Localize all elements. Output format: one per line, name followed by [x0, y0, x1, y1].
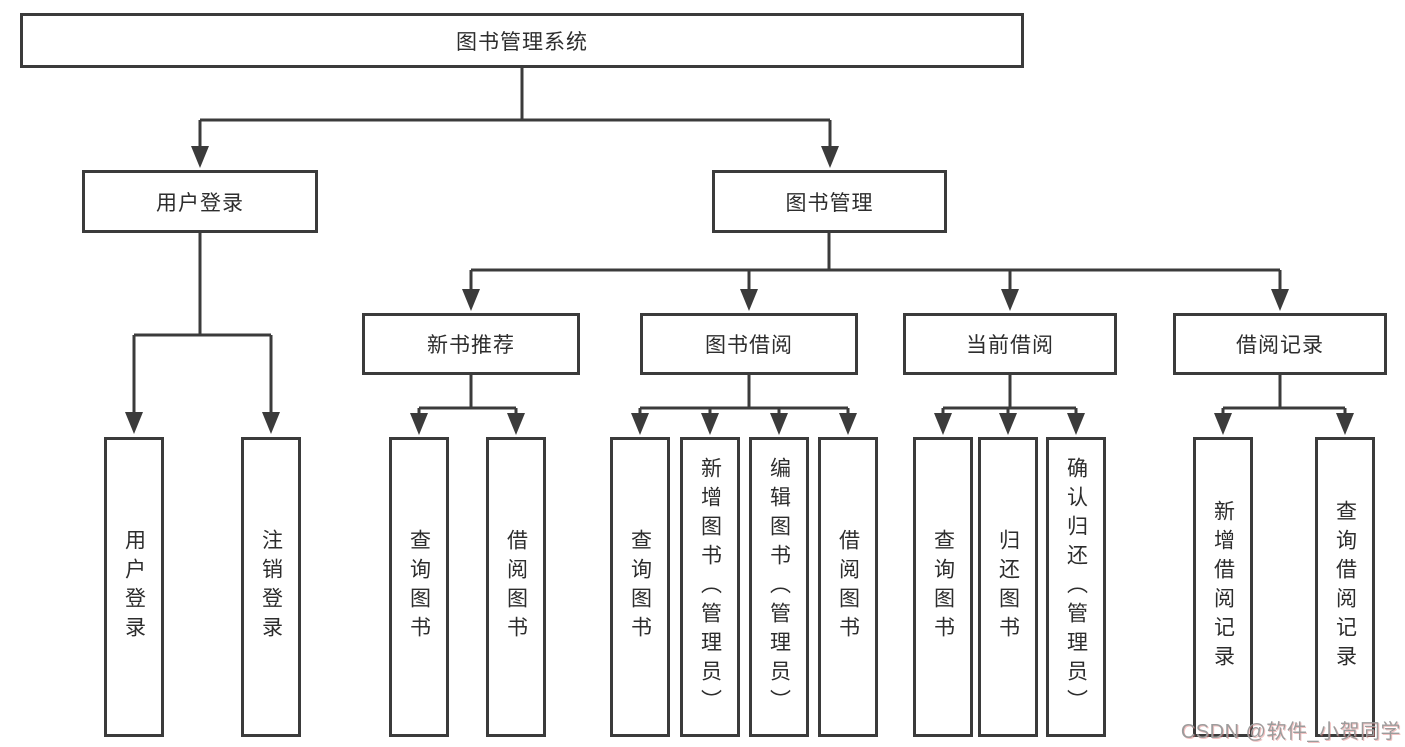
- node-current-borrow: 当前借阅: [903, 313, 1117, 375]
- node-user-login: 用户登录: [82, 170, 318, 233]
- leaf-add-borrow-record-label: 新增借阅记录: [1211, 500, 1235, 674]
- node-book-borrow: 图书借阅: [640, 313, 858, 375]
- leaf-query-borrow-record: 查询借阅记录: [1315, 437, 1375, 737]
- node-root-system-label: 图书管理系统: [456, 30, 588, 54]
- leaf-recommend-query-books-label: 查询图书: [407, 529, 431, 645]
- leaf-edit-books-admin-label: 编辑图书（管理员）: [767, 456, 791, 718]
- leaf-return-books-label: 归还图书: [996, 529, 1020, 645]
- leaf-borrow-books: 借阅图书: [818, 437, 878, 737]
- leaf-recommend-borrow-books-label: 借阅图书: [504, 529, 528, 645]
- leaf-borrow-books-label: 借阅图书: [836, 529, 860, 645]
- leaf-confirm-return-admin-label: 确认归还（管理员）: [1064, 456, 1088, 718]
- csdn-watermark: CSDN @软件_小贺同学: [1180, 721, 1401, 743]
- leaf-recommend-borrow-books: 借阅图书: [486, 437, 546, 737]
- leaf-add-books-admin-label: 新增图书（管理员）: [698, 456, 722, 718]
- leaf-add-borrow-record: 新增借阅记录: [1193, 437, 1253, 737]
- leaf-borrow-query-books: 查询图书: [610, 437, 670, 737]
- leaf-current-query-books-label: 查询图书: [931, 529, 955, 645]
- node-borrow-records-label: 借阅记录: [1236, 334, 1324, 357]
- arrowhead-icons: [125, 146, 1354, 435]
- leaf-current-query-books: 查询图书: [913, 437, 973, 737]
- leaf-logout-label: 注销登录: [259, 529, 283, 645]
- leaf-return-books: 归还图书: [978, 437, 1038, 737]
- leaf-query-borrow-record-label: 查询借阅记录: [1333, 500, 1357, 674]
- node-user-login-label: 用户登录: [156, 191, 244, 215]
- leaf-borrow-query-books-label: 查询图书: [628, 529, 652, 645]
- node-book-borrow-label: 图书借阅: [705, 334, 793, 357]
- leaf-user-login: 用户登录: [104, 437, 164, 737]
- node-root-system: 图书管理系统: [20, 13, 1024, 68]
- node-book-management-label: 图书管理: [785, 191, 874, 215]
- node-borrow-records: 借阅记录: [1173, 313, 1387, 375]
- node-book-management: 图书管理: [712, 170, 947, 233]
- node-new-book-recommend-label: 新书推荐: [427, 334, 515, 357]
- leaf-user-login-label: 用户登录: [122, 529, 146, 645]
- node-new-book-recommend: 新书推荐: [362, 313, 580, 375]
- leaf-recommend-query-books: 查询图书: [389, 437, 449, 737]
- leaf-logout: 注销登录: [241, 437, 301, 737]
- node-current-borrow-label: 当前借阅: [966, 334, 1054, 357]
- leaf-add-books-admin: 新增图书（管理员）: [680, 437, 740, 737]
- leaf-edit-books-admin: 编辑图书（管理员）: [749, 437, 809, 737]
- leaf-confirm-return-admin: 确认归还（管理员）: [1046, 437, 1106, 737]
